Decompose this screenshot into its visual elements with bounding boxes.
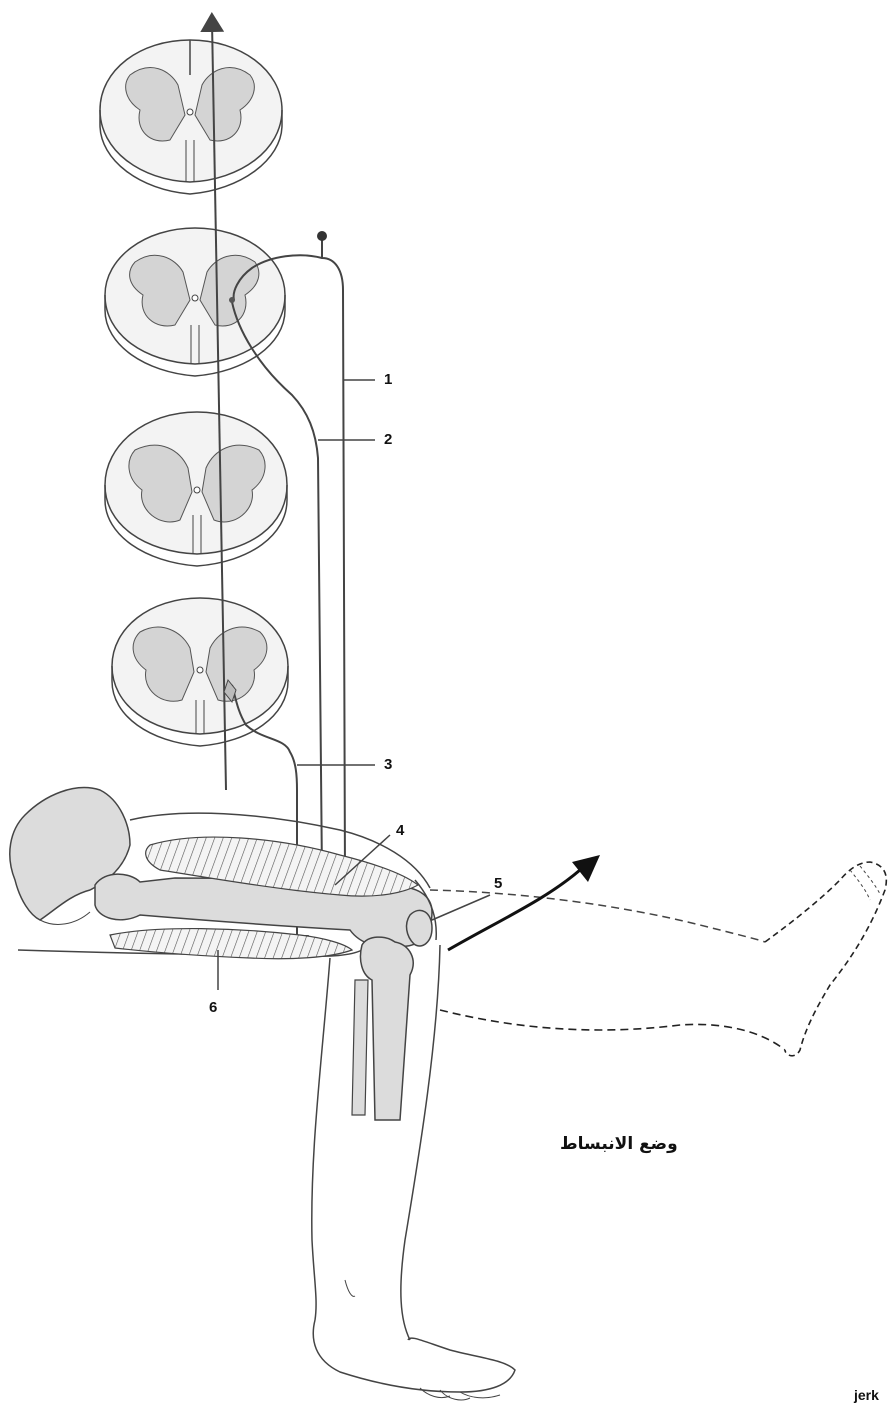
label-4: 4 [396,823,404,838]
motor-neuron-2 [229,297,322,875]
label-6: 6 [209,1000,217,1015]
spinal-cord-segment-2 [105,228,285,376]
dorsal-root-ganglion [317,231,327,241]
spinal-cord-segment-3 [105,412,287,566]
spinal-cord-segment-1 [100,40,282,194]
lower-leg [312,937,440,1340]
hamstring-muscle-6 [110,929,352,959]
spinal-cord-segment-4 [112,598,288,746]
extension-position-caption: وضع الانبساط [560,1136,678,1153]
label-2: 2 [384,432,392,447]
foot [313,1280,515,1400]
corner-text: jerk [854,1388,879,1402]
label-1: 1 [384,372,392,387]
label-5: 5 [494,876,502,891]
label-3: 3 [384,757,392,772]
